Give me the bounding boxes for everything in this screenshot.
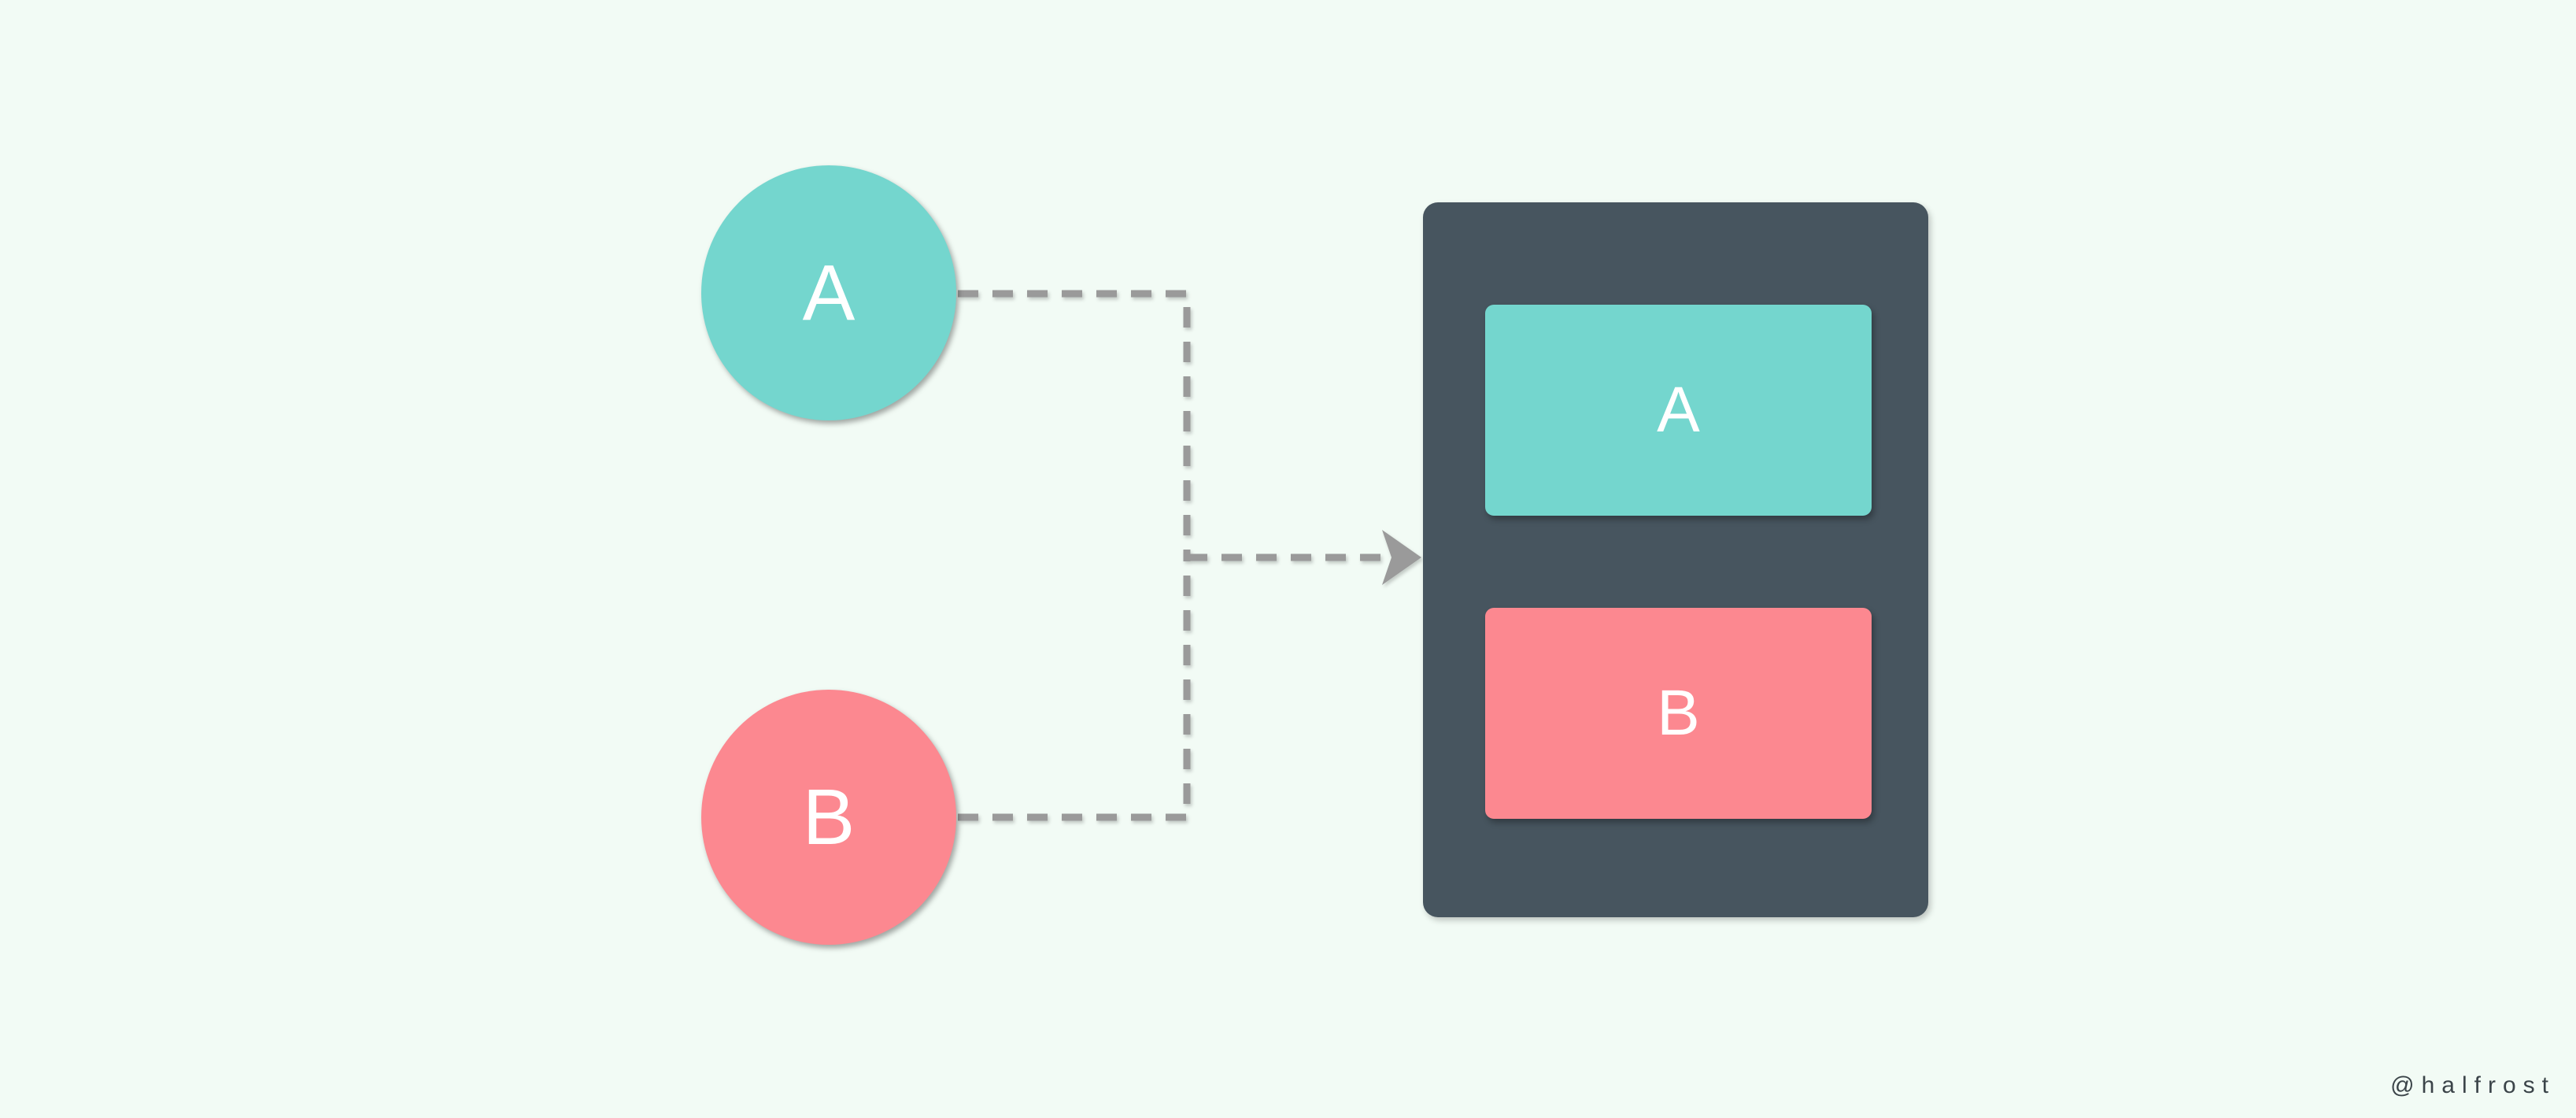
- watermark: @halfrost: [2390, 1072, 2556, 1098]
- container-item-b[interactable]: B: [1485, 608, 1872, 819]
- container-panel[interactable]: A B: [1423, 202, 1928, 917]
- source-node-a-label: A: [802, 249, 856, 337]
- container-item-a-label: A: [1657, 374, 1700, 446]
- arrowhead-icon: [1382, 530, 1421, 585]
- connector-edge-a: [958, 290, 1191, 557]
- source-node-b-label: B: [802, 773, 856, 861]
- source-node-b[interactable]: B: [701, 690, 956, 945]
- connector-edge-b: [958, 557, 1191, 821]
- container-item-b-label: B: [1657, 677, 1700, 749]
- source-node-a[interactable]: A: [701, 165, 956, 420]
- container-item-a[interactable]: A: [1485, 305, 1872, 516]
